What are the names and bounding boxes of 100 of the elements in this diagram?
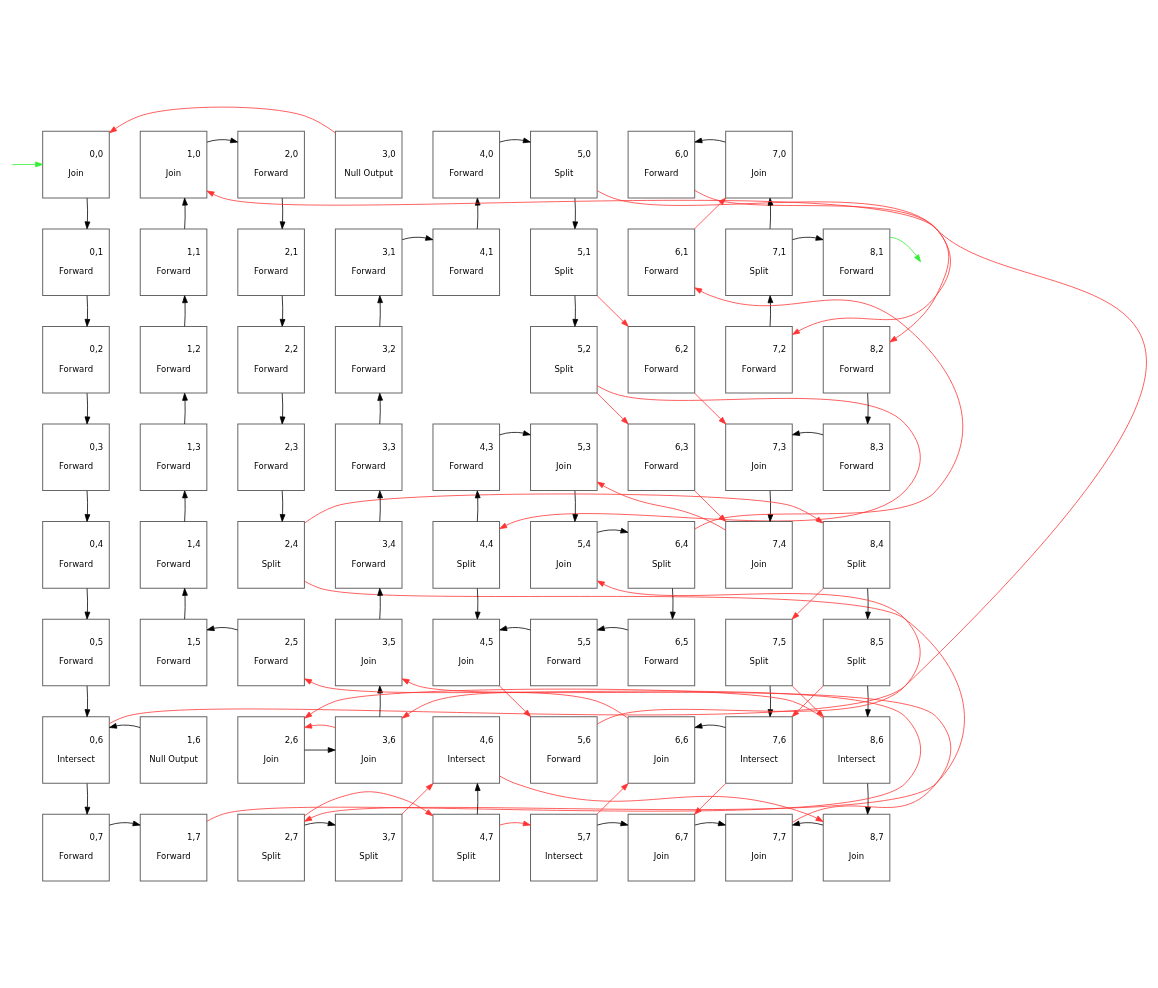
arrow xyxy=(792,820,824,827)
arrow xyxy=(670,588,676,620)
node-box: 1,4 Forward xyxy=(139,521,208,589)
arrow xyxy=(11,161,43,168)
node-box: 7,4 Join xyxy=(725,521,793,589)
arrow xyxy=(865,588,871,620)
arrow xyxy=(499,685,532,717)
node-box: 1,3 Forward xyxy=(139,423,208,492)
arrow xyxy=(84,490,91,522)
arrow xyxy=(597,625,629,631)
arrow xyxy=(596,580,921,725)
arrow xyxy=(109,723,141,729)
arrow xyxy=(377,295,383,327)
node-box: 3,0 Null Output xyxy=(334,130,403,199)
node-box: 4,3 Forward xyxy=(432,423,501,492)
node-box: 6,3 Forward xyxy=(627,423,696,492)
arrow xyxy=(304,820,336,827)
node-box: 4,5 Join xyxy=(432,618,501,687)
arrow xyxy=(596,392,629,425)
node-box: 7,5 Split xyxy=(725,618,793,687)
arrow xyxy=(474,588,481,620)
arrow xyxy=(572,197,579,230)
arrow xyxy=(206,678,921,822)
node-box: 7,0 Join xyxy=(725,130,793,199)
arrow xyxy=(474,783,481,815)
arrow xyxy=(84,392,91,425)
arrow xyxy=(694,197,727,230)
arrow xyxy=(865,685,871,717)
node-box: 1,1 Forward xyxy=(139,228,208,296)
arrow xyxy=(182,490,188,522)
node-box: 2,6 Join xyxy=(237,716,305,784)
arrow xyxy=(182,295,188,327)
arrow xyxy=(279,490,286,522)
arrow xyxy=(865,392,871,425)
node-box: 5,2 Split xyxy=(530,325,598,394)
node-box: 7,7 Join xyxy=(725,813,793,882)
arrow xyxy=(304,723,336,729)
node-box: 8,1 Forward xyxy=(822,228,891,296)
arrow xyxy=(694,392,727,425)
node-box: 5,0 Split xyxy=(530,130,598,199)
arrow xyxy=(84,685,91,717)
arrow xyxy=(84,783,91,815)
arrow xyxy=(694,723,726,729)
arrow xyxy=(84,588,91,620)
arrow xyxy=(84,295,91,327)
node-box: 2,5 Forward xyxy=(237,618,305,687)
arrow xyxy=(279,295,286,327)
node-box: 8,7 Join xyxy=(822,813,891,882)
arrow xyxy=(109,820,141,827)
node-box: 0,5 Forward xyxy=(42,618,110,687)
arrow xyxy=(109,106,336,134)
arrow xyxy=(791,588,824,620)
node-box: 2,4 Split xyxy=(237,521,305,589)
arrow xyxy=(499,820,531,827)
arrow xyxy=(694,190,951,335)
arrow xyxy=(596,295,629,327)
arrow xyxy=(377,392,383,425)
node-box: 6,0 Forward xyxy=(627,130,696,199)
arrow xyxy=(572,490,579,522)
arrow xyxy=(767,295,774,327)
node-box: 5,3 Join xyxy=(530,423,598,492)
node-box: 2,2 Forward xyxy=(237,325,305,394)
node-box: 6,6 Join xyxy=(627,716,696,784)
node-box: 7,1 Split xyxy=(725,228,793,296)
arrow xyxy=(499,430,531,436)
node-box: 3,2 Forward xyxy=(334,325,403,394)
arrow xyxy=(401,692,629,719)
arrow xyxy=(304,580,965,822)
node-box: 3,6 Join xyxy=(334,716,403,784)
node-box: 8,6 Intersect xyxy=(822,716,891,784)
arrow xyxy=(182,197,188,230)
node-box: 3,4 Forward xyxy=(334,521,403,589)
arrow xyxy=(304,493,824,524)
node-box: 3,7 Split xyxy=(334,813,403,882)
node-box: 5,7 Intersect xyxy=(530,813,598,882)
arrow xyxy=(865,783,871,815)
arrow xyxy=(474,490,481,522)
node-box: 0,2 Forward xyxy=(42,325,110,394)
node-box: 2,3 Forward xyxy=(237,423,305,492)
arrow xyxy=(377,490,383,522)
node-box: 1,7 Forward xyxy=(139,813,208,882)
arrow xyxy=(792,430,824,436)
node-box: 1,0 Join xyxy=(139,130,208,199)
node-box: 7,2 Forward xyxy=(725,325,793,394)
node-box: 2,7 Split xyxy=(237,813,305,882)
arrow xyxy=(597,820,629,827)
node-box: 0,6 Intersect xyxy=(42,716,110,784)
node-box: 6,2 Forward xyxy=(627,325,696,394)
arrow xyxy=(694,490,727,522)
arrow xyxy=(279,197,286,230)
node-box: 3,3 Forward xyxy=(334,423,403,492)
arrow xyxy=(206,137,238,144)
node-box: 0,0 Join xyxy=(42,130,110,199)
node-box: 5,4 Join xyxy=(530,521,598,589)
arrow xyxy=(596,190,950,343)
arrow xyxy=(401,783,434,815)
arrow xyxy=(767,197,774,230)
arrow xyxy=(182,392,188,425)
arrow xyxy=(206,625,238,631)
node-box: 3,5 Join xyxy=(334,618,403,687)
